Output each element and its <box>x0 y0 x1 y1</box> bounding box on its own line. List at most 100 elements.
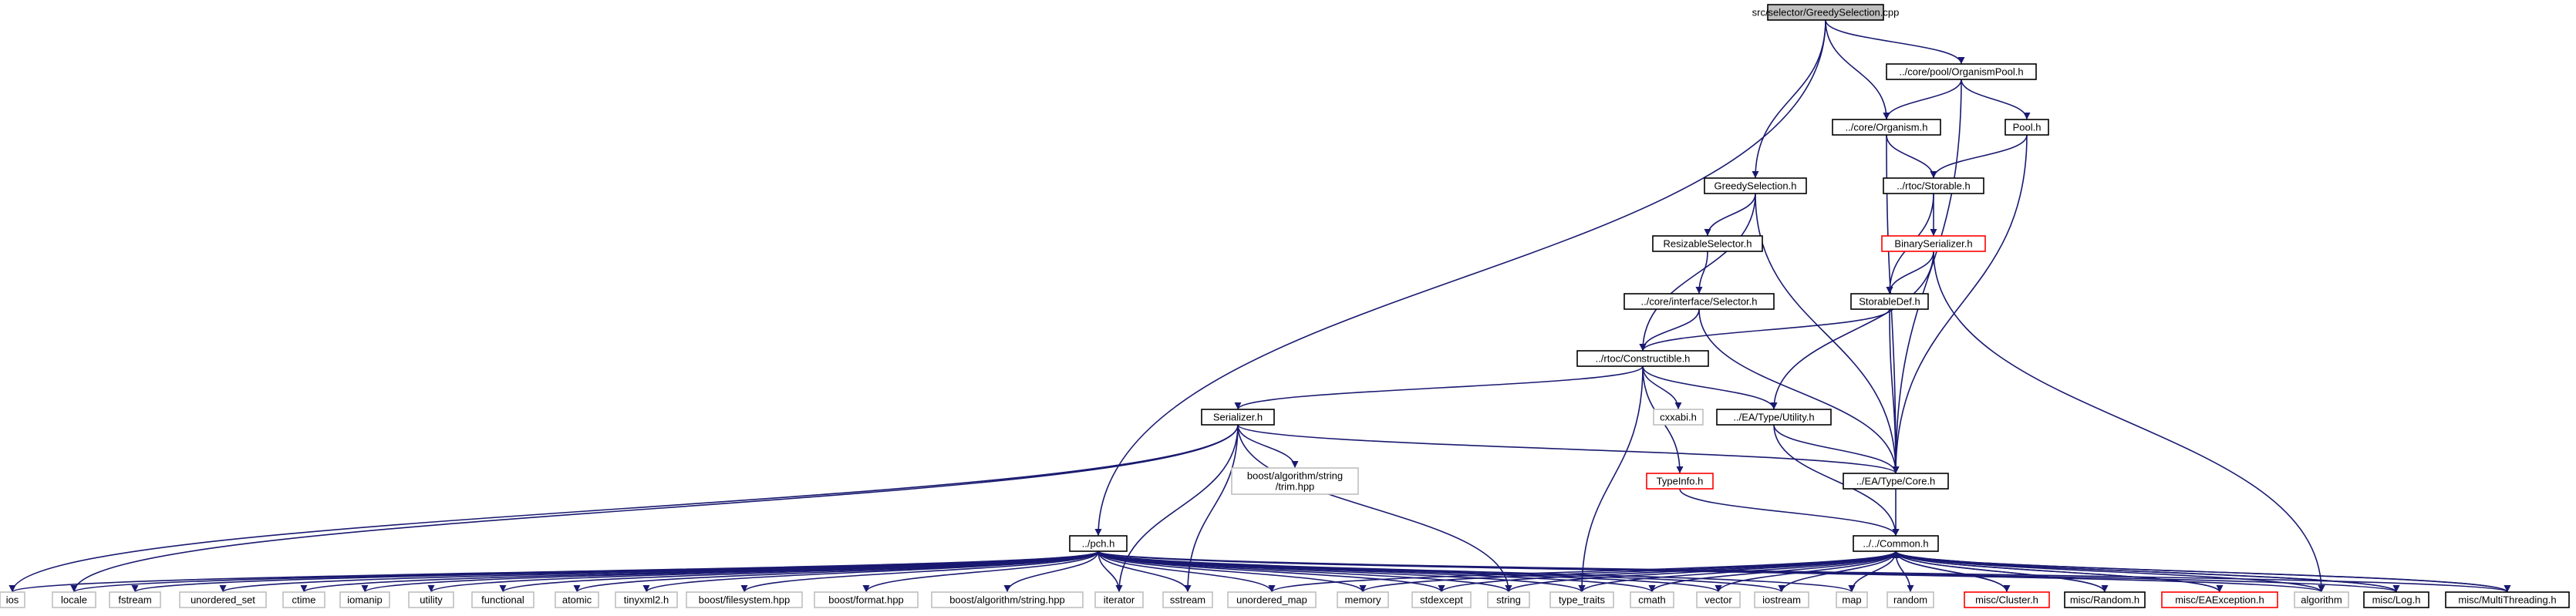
node-cluster[interactable]: misc/Cluster.h <box>1964 591 2050 608</box>
node-storabledef[interactable]: StorableDef.h <box>1850 293 1929 310</box>
node-box-pool <box>2004 119 2049 136</box>
node-box-pch <box>1069 535 1128 552</box>
node-common[interactable]: ../../Common.h <box>1853 535 1939 552</box>
node-ctime: ctime <box>282 591 325 608</box>
node-label-multithreading: misc/MultiThreading.h <box>2458 594 2556 606</box>
node-label-organism: ../core/Organism.h <box>1846 122 1928 133</box>
edge-cluster-to-common <box>1892 550 2008 593</box>
node-miscrandom[interactable]: misc/Random.h <box>2064 591 2146 608</box>
node-pool[interactable]: Pool.h <box>2004 119 2049 136</box>
node-box-utility <box>408 591 454 608</box>
edge-constructible-to-cxxabi <box>1642 365 1682 410</box>
node-label-vector: vector <box>1704 594 1732 606</box>
node-ifacesel[interactable]: ../core/interface/Selector.h <box>1623 293 1775 310</box>
node-storable[interactable]: ../rtoc/Storable.h <box>1883 177 1984 194</box>
edge-pch-to-sstream <box>1097 550 1192 593</box>
node-box-storable <box>1883 177 1984 194</box>
node-tinyxml2: tinyxml2.h <box>615 591 678 608</box>
node-iostream: iostream <box>1754 591 1809 608</box>
edge-pch-to-type_traits <box>1097 550 1586 593</box>
node-label-serializer: Serializer.h <box>1213 412 1263 423</box>
node-box-resizable <box>1652 235 1763 252</box>
node-cmath: cmath <box>1630 591 1674 608</box>
node-resizable[interactable]: ResizableSelector.h <box>1652 235 1763 252</box>
node-root[interactable]: src/selector/GreedySelection.cpp <box>1752 4 1900 21</box>
node-box-miscrandom <box>2064 591 2146 608</box>
node-eacore[interactable]: ../EA/Type/Core.h <box>1843 473 1949 490</box>
node-label-string: string <box>1496 594 1521 606</box>
edge-pch-to-boostalgstr <box>1003 550 1099 593</box>
node-eaexception[interactable]: misc/EAException.h <box>2161 591 2278 608</box>
node-box-greedysel <box>1704 177 1807 194</box>
node-label-pch: ../pch.h <box>1082 538 1115 550</box>
edge-typeinfo-to-common <box>1679 488 1900 537</box>
node-constructible[interactable]: ../rtoc/Constructible.h <box>1576 350 1709 367</box>
node-boostalgstr: boost/algorithm/string.hpp <box>931 591 1084 608</box>
edge-binser-to-algorithm <box>1933 251 2325 593</box>
node-label-locale: locale <box>61 594 87 606</box>
node-label-binser: BinarySerializer.h <box>1894 238 1972 250</box>
edge-pch-to-stdexcept <box>1097 550 1445 593</box>
edge-serializer-to-ios <box>8 424 1239 593</box>
node-box-boostformat <box>814 591 919 608</box>
node-eautility[interactable]: ../EA/Type/Utility.h <box>1716 409 1832 426</box>
edge-storabledef-to-constructible <box>1639 308 1890 352</box>
node-label-fstream: fstream <box>118 594 151 606</box>
node-box-unordered_set <box>179 591 267 608</box>
node-binser[interactable]: BinarySerializer.h <box>1881 235 1986 252</box>
node-label-storable: ../rtoc/Storable.h <box>1897 180 1970 192</box>
node-box-eacore <box>1843 473 1949 490</box>
node-label-eaexception: misc/EAException.h <box>2175 594 2264 606</box>
node-box-multithreading <box>2445 591 2570 608</box>
edge-serializer-to-locale <box>70 424 1239 593</box>
node-utility: utility <box>408 591 454 608</box>
node-label-misclog: misc/Log.h <box>2372 594 2421 606</box>
edge-organism-to-storable <box>1886 134 1937 179</box>
edge-common-to-string <box>1505 550 1897 593</box>
node-string: string <box>1487 591 1530 608</box>
node-serializer[interactable]: Serializer.h <box>1201 409 1275 426</box>
node-label-cluster: misc/Cluster.h <box>1975 594 2038 606</box>
node-label-type_traits: type_traits <box>1559 594 1605 606</box>
node-label-functional: functional <box>481 594 524 606</box>
node-type_traits: type_traits <box>1549 591 1614 608</box>
node-sstream: sstream <box>1162 591 1213 608</box>
edge-common-to-algorithm <box>1895 550 2325 593</box>
edge-common-to-unordered_map <box>1268 550 1897 593</box>
node-box-functional <box>471 591 534 608</box>
node-greedysel[interactable]: GreedySelection.h <box>1704 177 1807 194</box>
node-pch[interactable]: ../pch.h <box>1069 535 1128 552</box>
edge-pch-to-memory <box>1097 550 1367 593</box>
edge-miscrandom-to-common <box>1892 550 2106 593</box>
node-box-root <box>1767 4 1884 21</box>
node-label-constructible: ../rtoc/Constructible.h <box>1596 353 1691 365</box>
node-organism[interactable]: ../core/Organism.h <box>1832 119 1941 136</box>
node-label-eacore: ../EA/Type/Core.h <box>1856 476 1936 487</box>
node-box-iostream <box>1754 591 1809 608</box>
node-orgpool[interactable]: ../core/pool/OrganismPool.h <box>1886 63 2037 80</box>
node-multithreading[interactable]: misc/MultiThreading.h <box>2445 591 2570 608</box>
node-typeinfo[interactable]: TypeInfo.h <box>1646 473 1714 490</box>
node-box-memory <box>1337 591 1389 608</box>
edge-pool-to-storable <box>1930 134 2028 179</box>
node-label-miscrandom: misc/Random.h <box>2070 594 2139 606</box>
node-label-boostformat: boost/format.hpp <box>828 594 904 606</box>
node-label-boostfs: boost/filesystem.hpp <box>699 594 791 606</box>
edge-root-to-greedysel <box>1752 19 1826 179</box>
node-fstream: fstream <box>109 591 161 608</box>
node-stdexcept: stdexcept <box>1411 591 1472 608</box>
node-box-iterator <box>1094 591 1144 608</box>
node-box-cxxabi <box>1653 409 1704 426</box>
edge-serializer-to-eacore <box>1237 424 1900 474</box>
node-cxxabi: cxxabi.h <box>1653 409 1704 426</box>
node-label-boosttrim: boost/algorithm/string/trim.hpp <box>1247 470 1343 493</box>
node-label-atomic: atomic <box>562 594 592 606</box>
node-misclog[interactable]: misc/Log.h <box>2363 591 2429 608</box>
node-box-boostfs <box>686 591 803 608</box>
node-box-ctime <box>282 591 325 608</box>
node-box-misclog <box>2363 591 2429 608</box>
node-label-stdexcept: stdexcept <box>1420 594 1463 606</box>
edge-eaexception-to-common <box>1892 550 2220 593</box>
edge-common-to-stdexcept <box>1438 550 1897 593</box>
node-boostformat: boost/format.hpp <box>814 591 919 608</box>
